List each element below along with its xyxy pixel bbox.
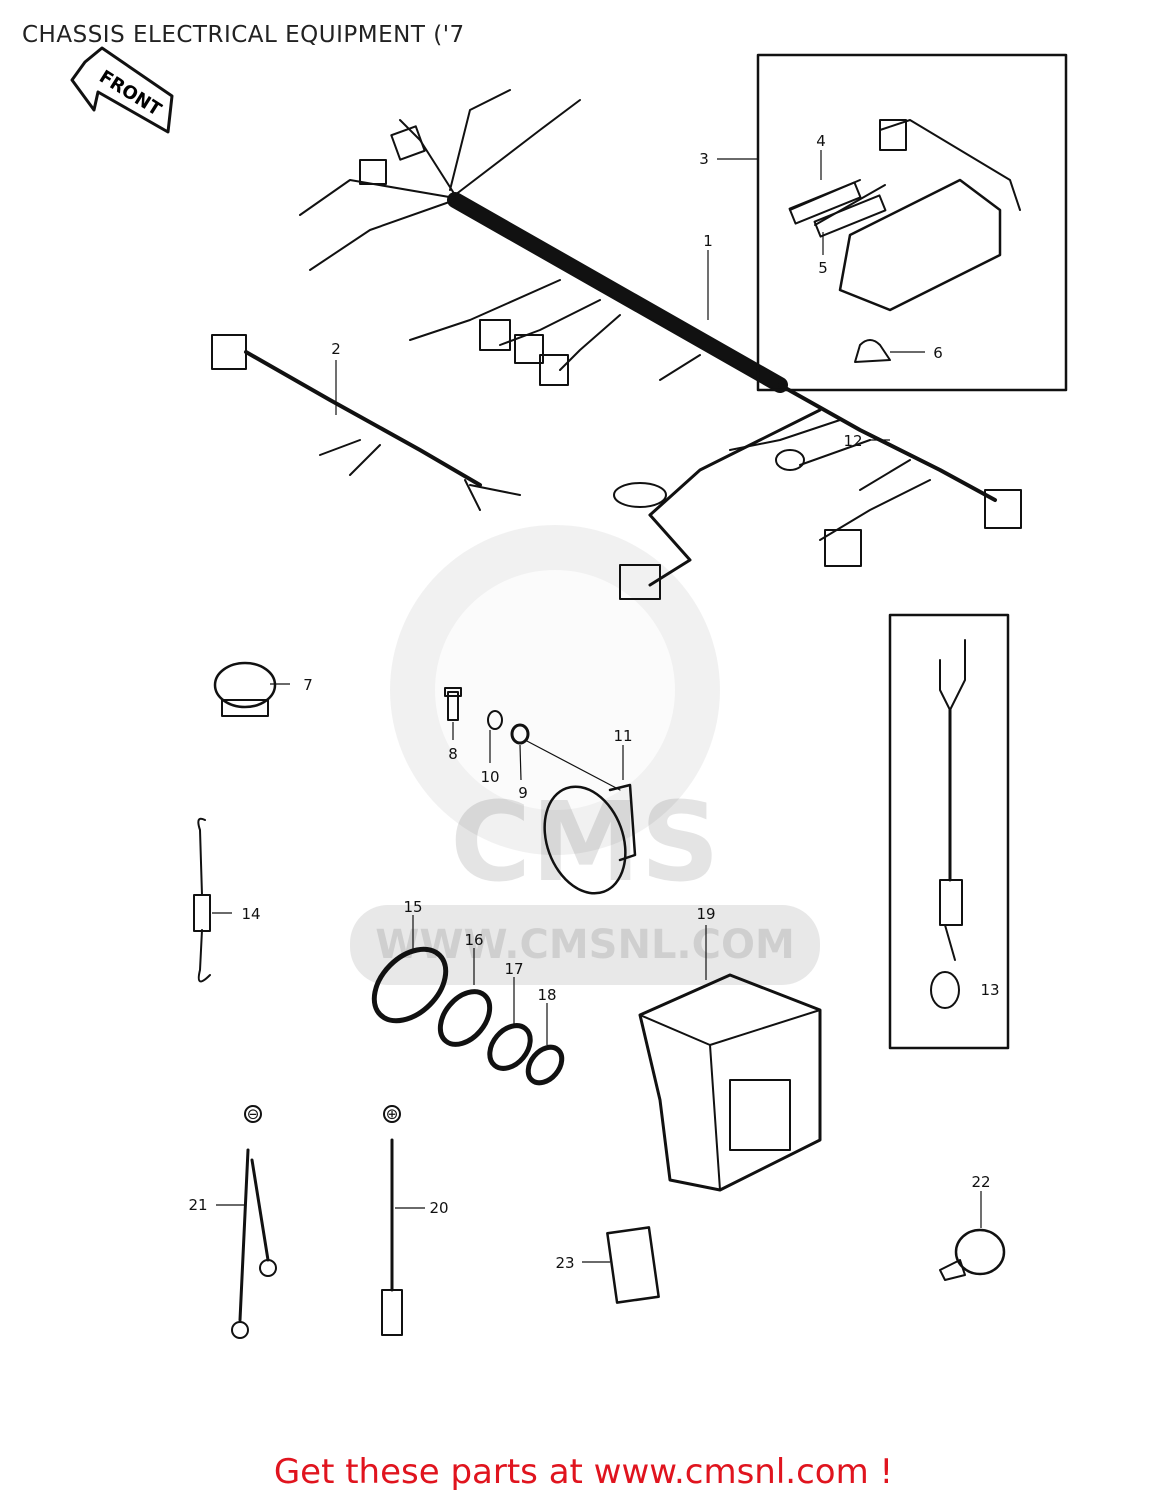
clamps — [371, 946, 565, 1086]
callout-14: 14 — [241, 905, 260, 923]
callout-9: 9 — [518, 784, 528, 802]
callout-22: 22 — [971, 1173, 990, 1191]
callout-1: 1 — [703, 232, 713, 250]
callout-7: 7 — [303, 676, 313, 694]
label-sheet-icon — [606, 1226, 660, 1304]
callout-4: 4 — [816, 132, 826, 150]
horn-mount-hardware — [444, 687, 530, 745]
callout-16: 16 — [464, 931, 483, 949]
callout-15: 15 — [403, 898, 422, 916]
positive-symbol: ⊕ — [386, 1105, 399, 1123]
brake-switch-group-frame — [888, 613, 1010, 1050]
front-label: FRONT — [95, 66, 165, 121]
callout-3: 3 — [699, 150, 709, 168]
callout-23: 23 — [555, 1254, 574, 1272]
callout-5: 5 — [818, 259, 828, 277]
callout-12: 12 — [843, 432, 862, 450]
terminal-cap-icon — [939, 1228, 1006, 1281]
callout-11: 11 — [613, 727, 632, 745]
part-7-relay-icon — [213, 661, 277, 717]
callout-18: 18 — [537, 986, 556, 1004]
negative-symbol: ⊖ — [247, 1105, 260, 1123]
page-title: CHASSIS ELECTRICAL EQUIPMENT ('7 — [22, 22, 465, 48]
brake-light-switch — [930, 639, 966, 1009]
callout-2: 2 — [331, 340, 341, 358]
callout-numbers: 1 2 3 4 5 6 7 8 9 10 11 12 13 14 15 16 1… — [188, 132, 999, 1272]
front-arrow-icon: FRONT — [70, 46, 174, 134]
watermark-brand: CMS — [450, 778, 719, 906]
main-wiring-harness — [299, 89, 1022, 600]
battery-negative-cable: ⊖ — [231, 1105, 277, 1339]
callout-20: 20 — [429, 1199, 448, 1217]
spring-icon — [193, 817, 211, 983]
battery-icon — [638, 973, 822, 1192]
cms-watermark: CMS WWW.CMSNL.COM — [350, 525, 820, 985]
callout-10: 10 — [480, 768, 499, 786]
fuse-box — [788, 119, 1021, 363]
callout-13: 13 — [980, 981, 999, 999]
callout-19: 19 — [696, 905, 715, 923]
callout-6: 6 — [933, 344, 943, 362]
battery-positive-cable: ⊕ — [381, 1105, 403, 1336]
watermark-url: WWW.CMSNL.COM — [375, 922, 795, 968]
callout-21: 21 — [188, 1196, 207, 1214]
callout-leaders — [212, 150, 982, 1263]
callout-17: 17 — [504, 960, 523, 978]
promo-link[interactable]: Get these parts at www.cmsnl.com ! — [273, 1452, 894, 1492]
horn-icon — [524, 739, 637, 895]
callout-8: 8 — [448, 745, 458, 763]
fuse-box-group-frame — [756, 53, 1068, 392]
sub-wiring-harness — [211, 334, 521, 511]
